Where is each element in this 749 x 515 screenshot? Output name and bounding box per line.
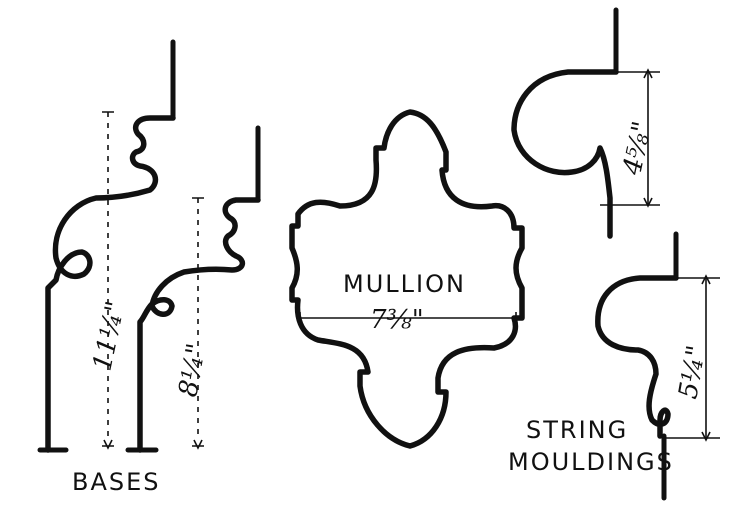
bases-label: BASES (72, 468, 161, 496)
string-moulding-upper (511, 7, 660, 239)
base-small-dimension: 8¼" (173, 341, 212, 399)
mullion-profile (289, 109, 525, 449)
base-profile-small (125, 125, 261, 453)
base-profile-large (37, 39, 176, 453)
mullion-label: MULLION (343, 270, 466, 298)
mullion-width-dimension: 7⅜" (370, 305, 424, 335)
string-mouldings-label-line2: MOULDINGS (508, 448, 674, 476)
string-moulding-lower (595, 231, 720, 501)
string-upper-dimension: 4⅝" (617, 119, 658, 179)
string-mouldings-label-line1: STRING (526, 416, 628, 444)
base-large-dimension: 11¼" (88, 299, 132, 374)
